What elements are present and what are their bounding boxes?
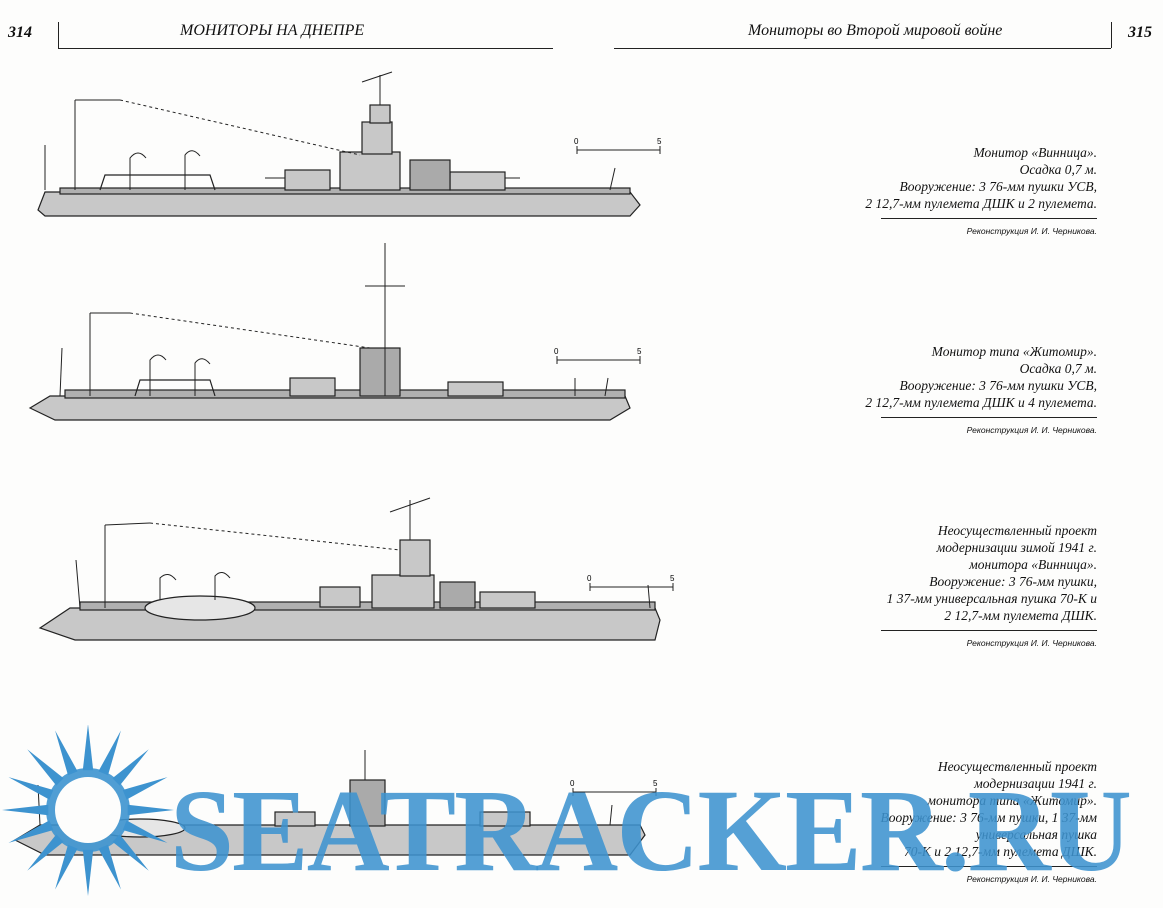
credit-2: Реконструкция И. И. Черникова. [966,425,1097,435]
scale-bar-3: 0 5 [587,574,675,591]
monitor-vinnitsa-drawing [37,71,641,217]
right-header-divider [1111,22,1112,48]
credit-1: Реконструкция И. И. Черникова. [966,226,1097,236]
svg-text:5: 5 [637,347,642,356]
scale-bar-2: 0 5 [554,347,642,364]
scale-zero: 0 [574,137,579,146]
credit-4: Реконструкция И. И. Черникова. [966,874,1097,884]
scale-max: 5 [657,137,662,146]
credit-3: Реконструкция И. И. Черникова. [966,638,1097,648]
right-page-number: 315 [1128,24,1152,41]
svg-text:0: 0 [587,574,592,583]
svg-text:5: 5 [653,779,658,788]
right-running-head: Мониторы во Второй мировой войне [748,22,1003,39]
left-header-rule [58,48,553,49]
left-page-number: 314 [8,24,32,41]
caption-1: Монитор «Винница». Осадка 0,7 м. Вооруже… [777,144,1097,240]
right-header-rule [614,48,1111,49]
scale-bar-4: 0 5 [570,779,658,796]
left-running-head: МОНИТОРЫ НА ДНЕПРЕ [180,22,365,39]
caption-4: Неосуществленный проект модернизации 194… [777,758,1097,888]
svg-text:5: 5 [670,574,675,583]
caption-2: Монитор типа «Житомир». Осадка 0,7 м. Во… [777,343,1097,439]
monitor-vinnitsa-1941-project-drawing [38,497,661,641]
scale-bar-1: 0 5 [574,137,662,154]
left-header-divider [58,22,59,48]
monitor-zhitomir-drawing [28,243,631,421]
svg-text:0: 0 [570,779,575,788]
monitor-zhitomir-1941-project-drawing [13,750,646,856]
svg-text:0: 0 [554,347,559,356]
caption-3: Неосуществленный проект модернизации зим… [777,522,1097,652]
